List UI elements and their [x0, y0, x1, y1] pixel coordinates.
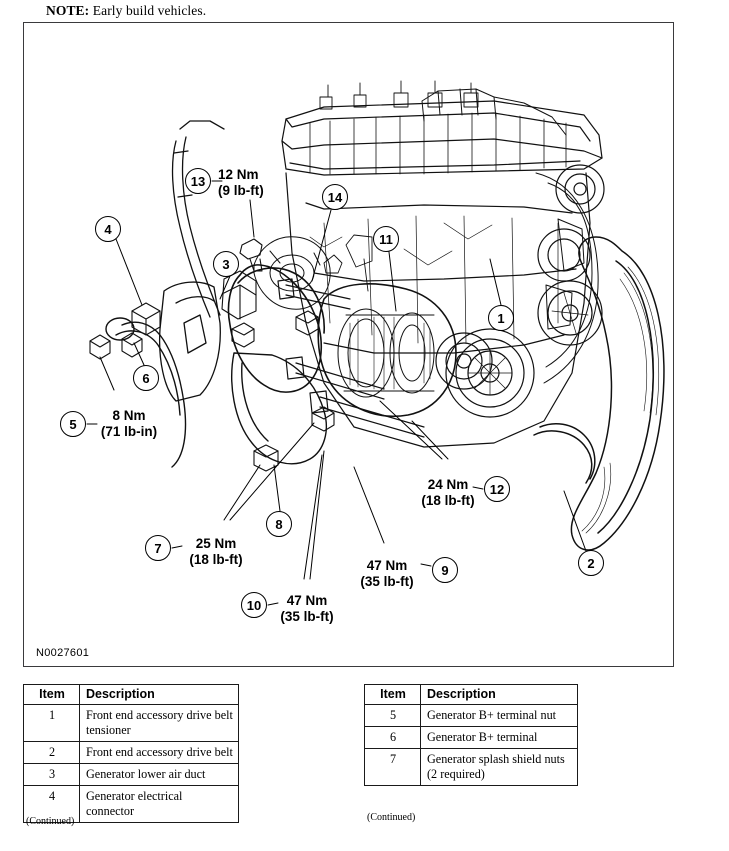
callout-14: 14: [322, 184, 348, 210]
callout-2: 2: [578, 550, 604, 576]
torque-label: 8 Nm(71 lb-in): [101, 408, 157, 440]
cell-description: Generator lower air duct: [79, 762, 239, 786]
callout-6: 6: [133, 365, 159, 391]
cell-description: Generator splash shield nuts (2 required…: [420, 748, 578, 786]
torque-label: 12 Nm(9 lb-ft): [218, 167, 264, 199]
callout-8: 8: [266, 511, 292, 537]
torque-label: 25 Nm(18 lb-ft): [189, 536, 242, 568]
callout-1: 1: [488, 305, 514, 331]
callout-5: 5: [60, 411, 86, 437]
continued-label-right: (Continued): [367, 812, 416, 823]
column-header-description: Description: [79, 683, 239, 706]
torque-metric: 24 Nm: [427, 477, 469, 492]
torque-imperial: (9 lb-ft): [218, 182, 264, 198]
cell-description: Generator electrical connector: [79, 784, 239, 823]
callout-9: 9: [432, 557, 458, 583]
callout-3: 3: [213, 251, 239, 277]
column-header-item: Item: [23, 683, 80, 706]
figure-reference-number: N0027601: [36, 647, 90, 659]
torque-imperial: (35 lb-ft): [360, 573, 414, 589]
callout-4: 4: [95, 216, 121, 242]
cell-item-number: 6: [364, 726, 421, 749]
note-text: Early build vehicles.: [92, 3, 207, 18]
torque-metric: 12 Nm: [218, 167, 259, 182]
column-header-item: Item: [364, 683, 421, 706]
table-header-row: Item Description: [364, 683, 578, 706]
callout-11: 11: [373, 226, 399, 252]
cell-item-number: 1: [23, 704, 80, 742]
torque-metric: 25 Nm: [195, 536, 237, 551]
callout-12: 12: [484, 476, 510, 502]
cell-description: Generator B+ terminal: [420, 726, 578, 749]
cell-item-number: 3: [23, 762, 80, 786]
cell-item-number: 7: [364, 748, 421, 786]
torque-label: 47 Nm(35 lb-ft): [280, 593, 333, 625]
torque-metric: 8 Nm: [112, 408, 146, 423]
column-header-description: Description: [420, 683, 578, 706]
cell-item-number: 2: [23, 741, 80, 764]
note-label: NOTE:: [46, 3, 90, 18]
cell-description: Front end accessory drive belt: [79, 741, 239, 764]
torque-imperial: (35 lb-ft): [280, 608, 334, 624]
cell-item-number: 5: [364, 704, 421, 728]
note-line: NOTE: Early build vehicles.: [46, 3, 206, 19]
torque-imperial: (18 lb-ft): [189, 551, 243, 567]
callout-7: 7: [145, 535, 171, 561]
torque-imperial: (18 lb-ft): [421, 492, 475, 508]
continued-label-left: (Continued): [26, 816, 75, 827]
table-header-row: Item Description: [23, 683, 239, 706]
callout-10: 10: [241, 592, 267, 618]
cell-item-number: 4: [23, 784, 80, 823]
cell-description: Front end accessory drive belt tensioner: [79, 704, 239, 742]
torque-label: 24 Nm(18 lb-ft): [421, 477, 474, 509]
torque-imperial: (71 lb-in): [100, 423, 158, 439]
callout-13: 13: [185, 168, 211, 194]
engine-illustration: [86, 80, 665, 606]
torque-label: 47 Nm(35 lb-ft): [360, 558, 413, 590]
torque-metric: 47 Nm: [366, 558, 408, 573]
torque-metric: 47 Nm: [286, 593, 328, 608]
cell-description: Generator B+ terminal nut: [420, 704, 578, 728]
